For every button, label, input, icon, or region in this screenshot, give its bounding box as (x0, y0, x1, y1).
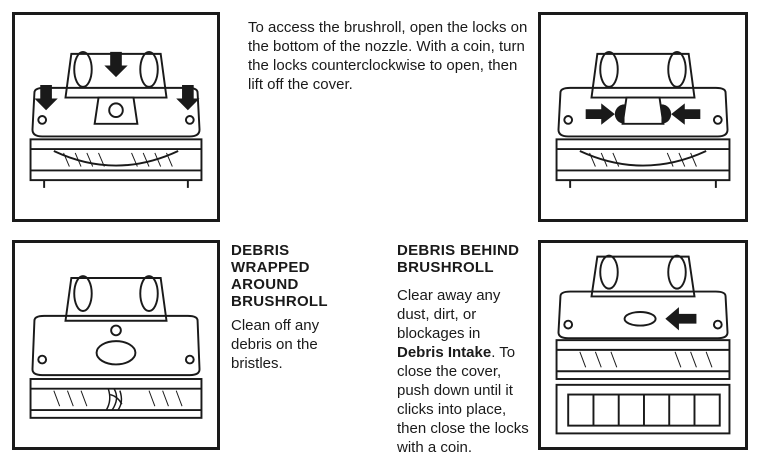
inward-arrow-icons (585, 103, 701, 125)
locks-open-figure (538, 12, 748, 222)
debris-intake-term: Debris Intake (397, 344, 492, 361)
nozzle-locks-figure (12, 12, 220, 222)
nozzle-illustration (555, 50, 731, 188)
behind-text-end: . To close the cover, push down until it… (397, 344, 529, 456)
access-instructions: To access the brushroll, open the locks … (248, 19, 528, 93)
brushroll-debris-figure (12, 240, 220, 450)
behind-text-start: Clear away any dust, dirt, or blockages … (397, 287, 501, 342)
behind-heading: DEBRIS BEHIND BRUSHROLL (397, 242, 520, 276)
nozzle-illustration (29, 50, 203, 188)
tangled-hair (105, 388, 123, 411)
nozzle-illustration (29, 275, 203, 419)
wrapped-heading: DEBRIS WRAPPED AROUND BRUSHROLL (231, 242, 328, 310)
behind-instructions: Clear away any dust, dirt, or blockages … (397, 286, 529, 457)
wrapped-instructions: Clean off any debris on the bristles. (231, 317, 320, 372)
left-arrow-icon (665, 307, 697, 331)
nozzle-illustration (555, 254, 731, 435)
down-arrow-icons (34, 51, 200, 111)
debris-intake-figure (538, 240, 748, 450)
